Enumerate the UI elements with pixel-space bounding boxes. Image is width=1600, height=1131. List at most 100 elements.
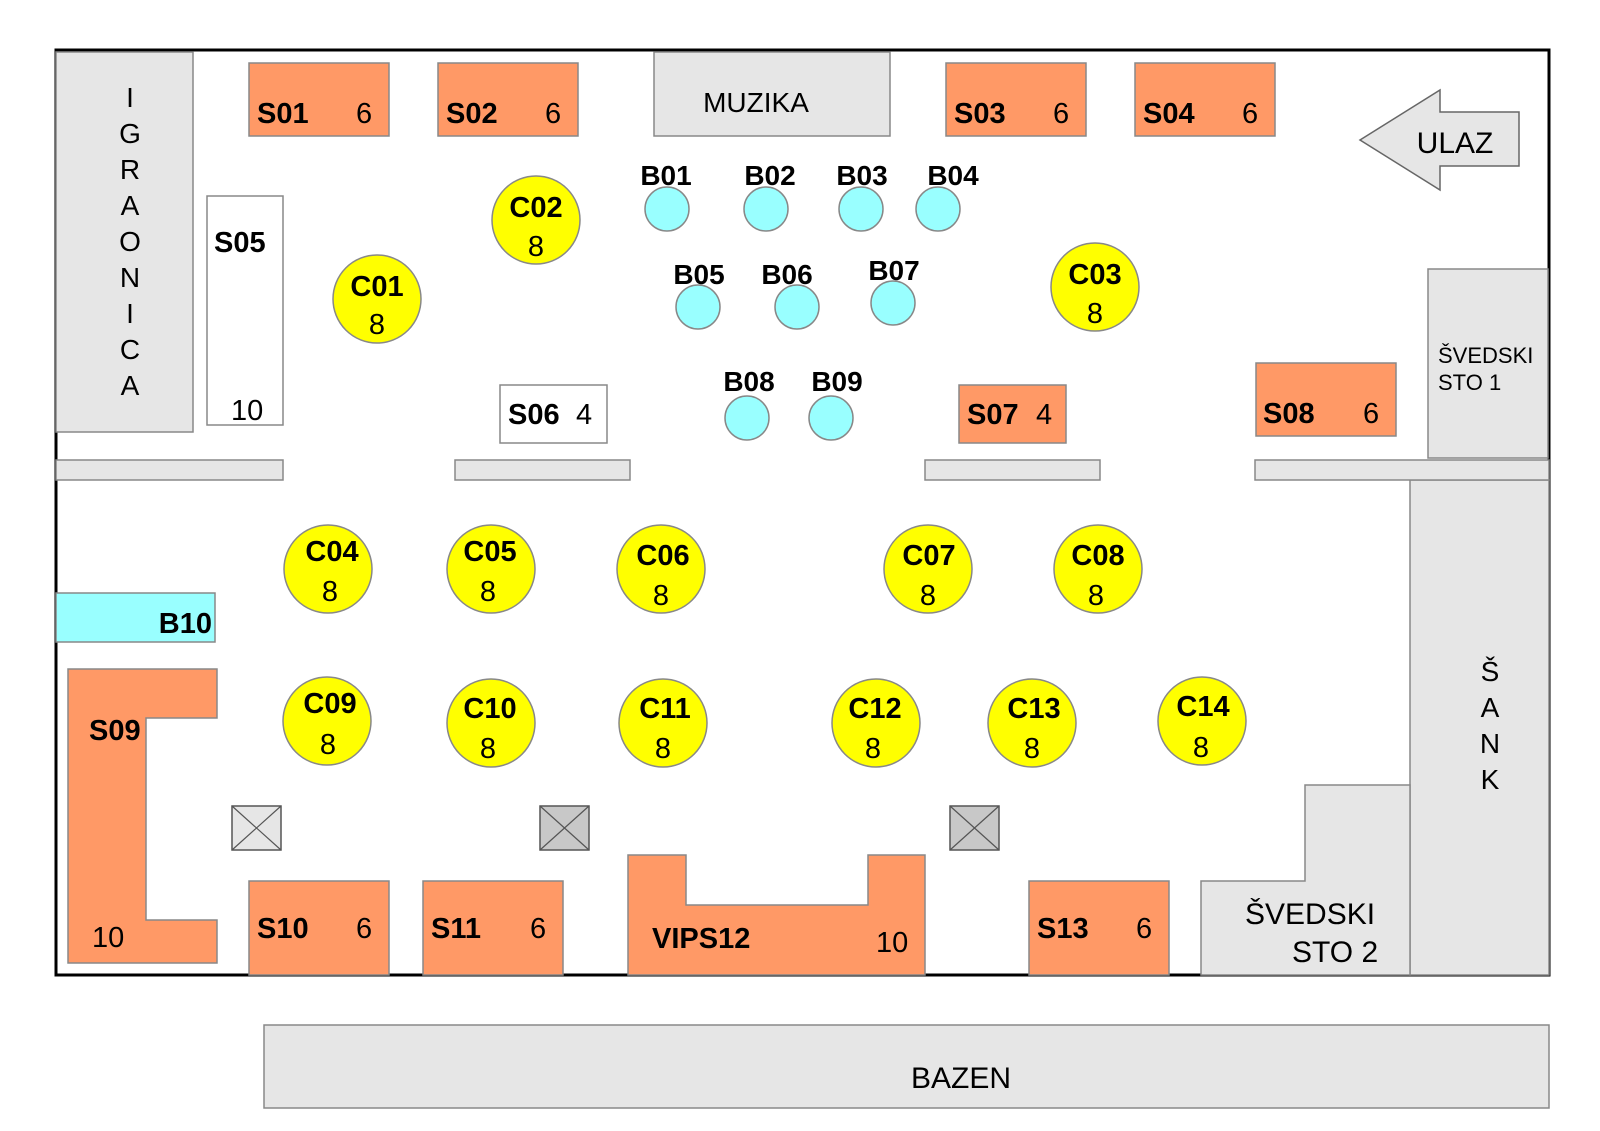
igraonica-letter: C	[120, 334, 140, 365]
table-id: S05	[214, 227, 266, 259]
table-seats: 8	[480, 733, 496, 765]
table-c02[interactable]: C02 8	[491, 175, 581, 265]
igraonica-letter: O	[119, 226, 141, 257]
table-b02[interactable]: B02	[743, 160, 796, 232]
table-id: C04	[305, 536, 358, 568]
table-seats: 8	[1087, 298, 1103, 330]
table-id: B01	[640, 160, 691, 191]
table-c08[interactable]: C08 8	[1053, 524, 1143, 614]
table-seats: 6	[1136, 913, 1152, 945]
igraonica-area: I G R A O N I C A	[55, 51, 194, 433]
table-seats: 8	[865, 733, 881, 765]
table-b03[interactable]: B03	[836, 160, 888, 232]
table-id: C13	[1007, 693, 1060, 725]
table-seats: 8	[920, 580, 936, 612]
table-c03[interactable]: C03 8	[1050, 242, 1140, 332]
table-id: C05	[463, 536, 516, 568]
table-c06[interactable]: C06 8	[616, 524, 706, 614]
table-seats: 4	[1036, 399, 1052, 431]
table-s04[interactable]: S04 6	[1134, 62, 1276, 137]
table-c13[interactable]: C13 8	[987, 678, 1077, 768]
table-c14[interactable]: C14 8	[1157, 676, 1247, 766]
table-seats: 8	[1024, 733, 1040, 765]
igraonica-letter: G	[119, 118, 141, 149]
table-id: S09	[89, 715, 141, 747]
table-c10[interactable]: C10 8	[446, 678, 536, 768]
muzika-area: MUZIKA	[653, 51, 891, 137]
table-id: C11	[639, 693, 691, 725]
table-c05[interactable]: C05 8	[446, 524, 536, 614]
table-id: B04	[927, 160, 979, 191]
table-b01[interactable]: B01	[640, 160, 692, 232]
table-seats: 8	[480, 576, 496, 608]
table-vips12[interactable]: VIPS12 10	[627, 854, 926, 976]
table-s03[interactable]: S03 6	[945, 62, 1087, 137]
table-c11[interactable]: C11 8	[618, 678, 708, 768]
ulaz-label: ULAZ	[1417, 127, 1494, 160]
table-c09[interactable]: C09 8	[282, 676, 372, 766]
table-b07[interactable]: B07	[868, 255, 920, 326]
bazen-area: BAZEN	[263, 1024, 1550, 1109]
table-id: VIPS12	[652, 923, 750, 955]
sank-letter: N	[1480, 728, 1500, 759]
table-id: C09	[303, 688, 356, 720]
table-s07[interactable]: S07 4	[958, 384, 1067, 444]
muzika-label: MUZIKA	[703, 87, 809, 118]
room-outline	[54, 48, 1551, 977]
igraonica-letter: A	[121, 190, 140, 221]
igraonica-letter: I	[126, 82, 134, 113]
sank-area: Š A N K	[1409, 479, 1550, 976]
table-s10[interactable]: S10 6	[248, 880, 390, 976]
table-id: C03	[1068, 259, 1121, 291]
table-c12[interactable]: C12 8	[831, 678, 921, 768]
table-s08[interactable]: S08 6	[1255, 362, 1397, 437]
table-id: B06	[761, 259, 812, 290]
partition-wall	[1254, 459, 1550, 481]
partition-walls	[55, 459, 1550, 481]
bar-tables: B01 B02 B03 B04 B05 B06 B07 B08	[55, 160, 979, 643]
table-c04[interactable]: C04 8	[283, 524, 373, 614]
table-id: B10	[159, 608, 212, 640]
table-s13[interactable]: S13 6	[1028, 880, 1170, 976]
bazen-label: BAZEN	[911, 1062, 1011, 1095]
table-c01[interactable]: C01 8	[332, 254, 422, 344]
table-s09[interactable]: S09 10	[67, 668, 218, 964]
table-s11[interactable]: S11 6	[422, 880, 564, 976]
table-id: C08	[1071, 540, 1124, 572]
table-seats: 6	[1363, 398, 1379, 430]
table-b08[interactable]: B08	[723, 366, 775, 441]
table-s06[interactable]: S06 4	[499, 384, 608, 444]
table-b04[interactable]: B04	[915, 160, 979, 232]
rect-tables: S01 6 S02 6 S03 6 S04 6 S05 10	[67, 62, 1397, 976]
table-id: S13	[1037, 913, 1089, 945]
table-s02[interactable]: S02 6	[437, 62, 579, 137]
table-seats: 4	[576, 399, 592, 431]
table-b06[interactable]: B06	[761, 259, 820, 330]
table-id: S01	[257, 98, 309, 130]
table-b10[interactable]: B10	[55, 592, 216, 643]
sank-letter: Š	[1481, 656, 1500, 687]
svedski-2-line1: ŠVEDSKI	[1245, 897, 1375, 931]
table-b09[interactable]: B09	[808, 366, 863, 441]
round-tables: C01 8 C02 8 C03 8 C04 8 C05 8 C06 8	[282, 175, 1247, 768]
table-seats: 10	[231, 395, 263, 427]
table-seats: 8	[1088, 580, 1104, 612]
table-seats: 10	[876, 927, 908, 959]
pillar	[949, 805, 1000, 851]
table-seats: 6	[545, 98, 561, 130]
table-id: C12	[848, 693, 901, 725]
svedski-2-line2: STO 2	[1292, 936, 1378, 969]
table-id: S06	[508, 399, 560, 431]
partition-wall	[55, 459, 284, 481]
table-seats: 6	[356, 913, 372, 945]
table-c07[interactable]: C07 8	[883, 524, 973, 614]
svedski-1-line2: STO 1	[1438, 370, 1501, 395]
table-b05[interactable]: B05	[673, 259, 725, 330]
igraonica-letter: R	[120, 154, 140, 185]
table-s01[interactable]: S01 6	[248, 62, 390, 137]
table-seats: 6	[1242, 98, 1258, 130]
table-id: S07	[967, 399, 1019, 431]
table-seats: 8	[369, 309, 385, 341]
table-id: C06	[636, 540, 689, 572]
table-s05[interactable]: S05 10	[206, 195, 284, 427]
